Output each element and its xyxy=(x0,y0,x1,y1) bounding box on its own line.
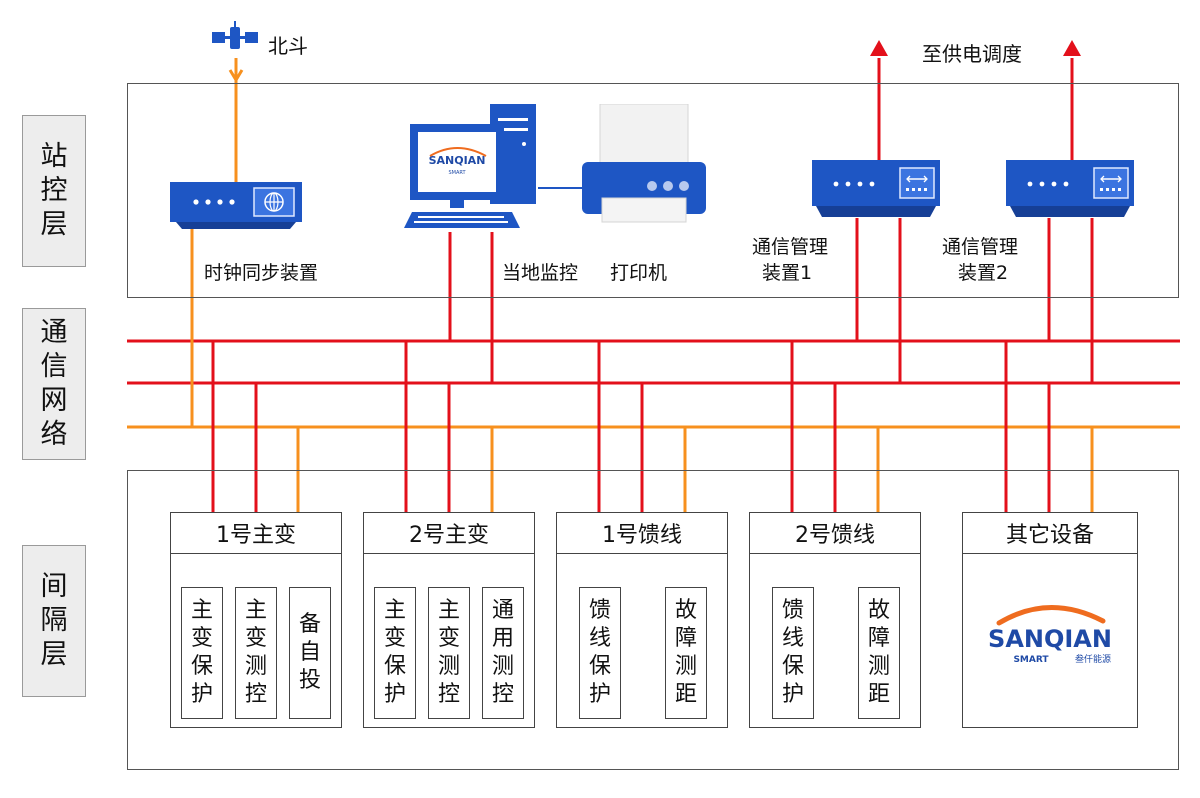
bay-title: 1号主变 xyxy=(171,513,341,554)
module-auto-transfer: 备自投 xyxy=(289,587,331,719)
svg-text:SANQIAN: SANQIAN xyxy=(429,154,486,167)
local-monitor-label: 当地监控 xyxy=(502,262,579,284)
layer-label-station: 站 控 层 xyxy=(22,115,86,267)
layer-char: 通 xyxy=(40,317,68,348)
layer-char: 络 xyxy=(40,419,68,450)
bay-1-feeder: 1号馈线 馈线保护 故障测距 xyxy=(556,512,728,728)
bay-2-main-transformer: 2号主变 主变保护 主变测控 通用测控 xyxy=(363,512,535,728)
layer-char: 信 xyxy=(40,351,68,382)
printer-label: 打印机 xyxy=(610,262,668,284)
svg-text:SMART: SMART xyxy=(1013,655,1049,665)
bay-layer-region xyxy=(127,470,1179,770)
dispatch-arrow-1 xyxy=(870,40,888,56)
layer-char: 控 xyxy=(40,175,68,206)
module-main-transformer-measure-control: 主变测控 xyxy=(428,587,470,719)
module-fault-location: 故障测距 xyxy=(665,587,707,719)
switch-icon xyxy=(812,160,940,217)
dispatch-label: 至供电调度 xyxy=(922,42,1022,66)
layer-char: 站 xyxy=(40,141,68,172)
svg-text:SANQIAN: SANQIAN xyxy=(988,625,1112,653)
svg-text:SMART: SMART xyxy=(448,170,466,176)
layer-char: 间 xyxy=(40,571,68,602)
layer-char: 层 xyxy=(40,639,68,670)
module-fault-location: 故障测距 xyxy=(858,587,900,719)
station-layer-region xyxy=(127,83,1179,298)
layer-label-bay: 间 隔 层 xyxy=(22,545,86,697)
comm-device-1-label-line1: 通信管理 xyxy=(752,236,829,258)
beidou-arrow xyxy=(228,69,244,83)
module-main-transformer-protection: 主变保护 xyxy=(374,587,416,719)
bay-title: 其它设备 xyxy=(963,513,1137,554)
module-main-transformer-protection: 主变保护 xyxy=(181,587,223,719)
layer-char: 网 xyxy=(40,385,68,416)
beidou-label: 北斗 xyxy=(268,34,308,58)
clock-sync-device-icon xyxy=(170,182,302,229)
bay-1-main-transformer: 1号主变 主变保护 主变测控 备自投 xyxy=(170,512,342,728)
layer-char: 隔 xyxy=(40,605,68,636)
module-feeder-protection: 馈线保护 xyxy=(579,587,621,719)
switch-icon xyxy=(1006,160,1134,217)
bay-2-feeder: 2号馈线 馈线保护 故障测距 xyxy=(749,512,921,728)
comm-device-2-label-line2: 装置2 xyxy=(958,262,1009,284)
layer-label-network: 通 信 网 络 xyxy=(22,308,86,460)
module-main-transformer-measure-control: 主变测控 xyxy=(235,587,277,719)
comm-device-1-label-line2: 装置1 xyxy=(762,262,813,284)
module-general-measure-control: 通用测控 xyxy=(482,587,524,719)
clock-sync-label: 时钟同步装置 xyxy=(204,262,319,284)
svg-text:叁仟能源: 叁仟能源 xyxy=(1075,653,1111,665)
dispatch-arrow-2 xyxy=(1063,40,1081,56)
bay-title: 2号主变 xyxy=(364,513,534,554)
sanqian-logo: SANQIAN SMART 叁仟能源 xyxy=(988,605,1112,665)
bay-title: 2号馈线 xyxy=(750,513,920,554)
comm-device-2-label-line1: 通信管理 xyxy=(942,236,1019,258)
printer-icon xyxy=(582,104,706,223)
bay-title: 1号馈线 xyxy=(557,513,727,554)
module-feeder-protection: 馈线保护 xyxy=(772,587,814,719)
bay-other-equipment: 其它设备 SANQIAN SMART 叁仟能源 xyxy=(962,512,1138,728)
computer-icon: SANQIAN SMART xyxy=(404,104,536,228)
layer-char: 层 xyxy=(40,209,68,240)
satellite-icon xyxy=(212,21,258,49)
